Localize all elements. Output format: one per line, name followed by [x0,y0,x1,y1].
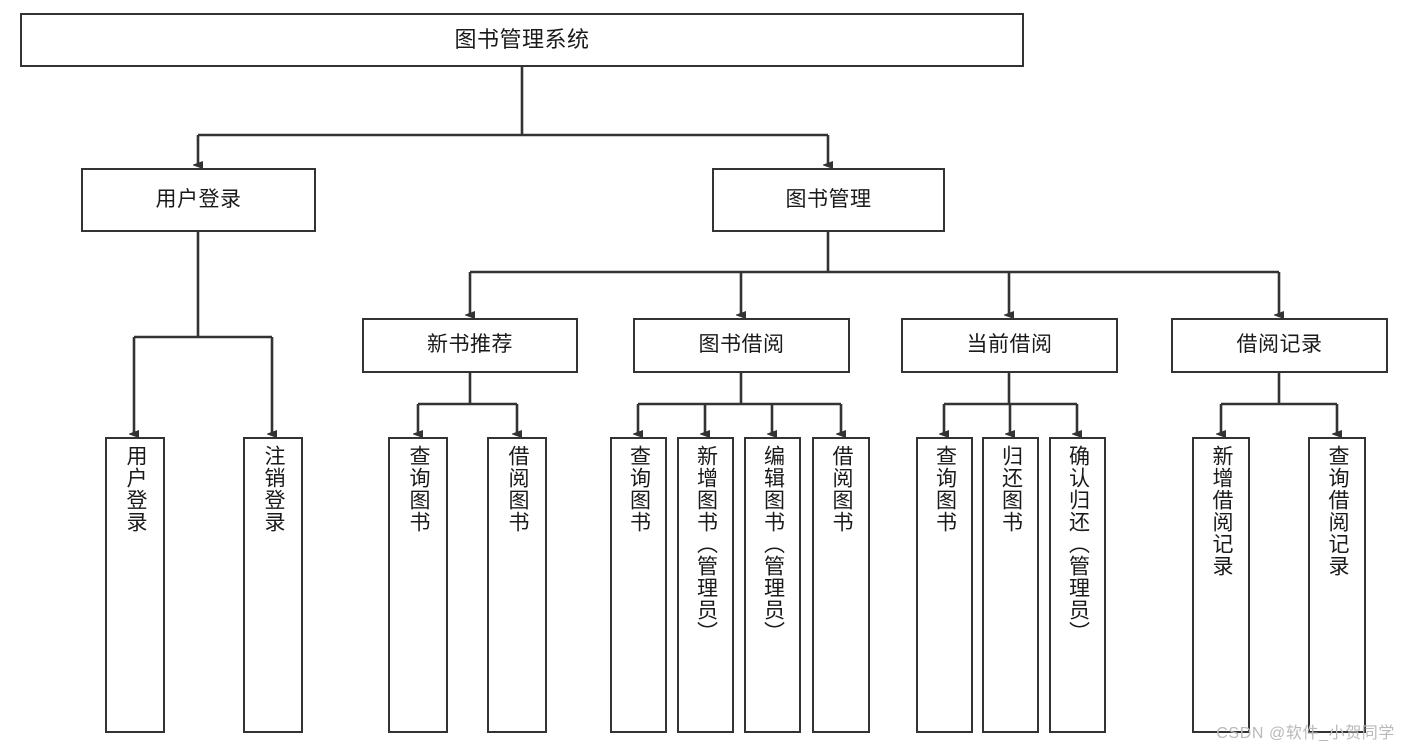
node-label: 图书管理系统 [454,27,590,53]
leaf-query-book-borrow[interactable]: 查询图书 [610,437,667,733]
connector-bus [418,373,517,406]
connector-bus [198,67,828,137]
node-label: 借阅记录 [1236,333,1323,357]
node-label: 归还图书 [999,445,1023,533]
node-label: 编辑图书（管理员） [761,445,785,643]
node-label: 查询图书 [933,445,957,533]
node-label: 确认归还（管理员） [1066,445,1090,643]
connector-bus [134,232,272,339]
node-label: 借阅图书 [506,445,530,533]
node-new-book-recommendation[interactable]: 新书推荐 [362,318,578,373]
node-label: 注销登录 [262,445,286,533]
leaf-confirm-return-admin[interactable]: 确认归还（管理员） [1049,437,1106,733]
node-label: 查询图书 [407,445,431,533]
leaf-add-borrow-record[interactable]: 新增借阅记录 [1192,437,1250,733]
leaf-query-book-current[interactable]: 查询图书 [916,437,973,733]
node-label: 用户登录 [124,445,148,533]
node-book-management[interactable]: 图书管理 [712,168,945,232]
node-root-book-management-system[interactable]: 图书管理系统 [20,13,1024,67]
connector-bus [470,232,1279,274]
watermark-text: CSDN @软件_小贺同学 [1216,725,1395,742]
node-label: 借阅图书 [830,445,854,533]
node-label: 新书推荐 [427,333,513,357]
leaf-query-borrow-record[interactable]: 查询借阅记录 [1308,437,1366,733]
node-label: 查询借阅记录 [1326,445,1350,577]
leaf-borrow-book-recommend[interactable]: 借阅图书 [487,437,547,733]
node-label: 新增借阅记录 [1210,445,1234,577]
connector-bus [944,373,1077,406]
node-label: 图书借阅 [698,333,785,357]
node-book-borrowing[interactable]: 图书借阅 [633,318,850,373]
node-label: 用户登录 [155,187,242,211]
edges-group [134,67,1337,434]
leaf-borrow-book[interactable]: 借阅图书 [812,437,870,733]
connector-bus [1221,373,1337,406]
leaf-query-book-recommend[interactable]: 查询图书 [388,437,448,733]
leaf-user-login[interactable]: 用户登录 [105,437,165,733]
node-label: 当前借阅 [966,333,1053,357]
node-borrowing-record[interactable]: 借阅记录 [1171,318,1388,373]
node-label: 新增图书（管理员） [694,445,718,643]
leaf-return-book[interactable]: 归还图书 [982,437,1039,733]
node-label: 查询图书 [627,445,651,533]
connector-bus [638,373,841,406]
node-user-login[interactable]: 用户登录 [81,168,316,232]
leaf-add-book-admin[interactable]: 新增图书（管理员） [677,437,734,733]
node-current-borrowing[interactable]: 当前借阅 [901,318,1118,373]
leaf-edit-book-admin[interactable]: 编辑图书（管理员） [744,437,801,733]
node-label: 图书管理 [785,187,872,211]
leaf-logout[interactable]: 注销登录 [243,437,303,733]
